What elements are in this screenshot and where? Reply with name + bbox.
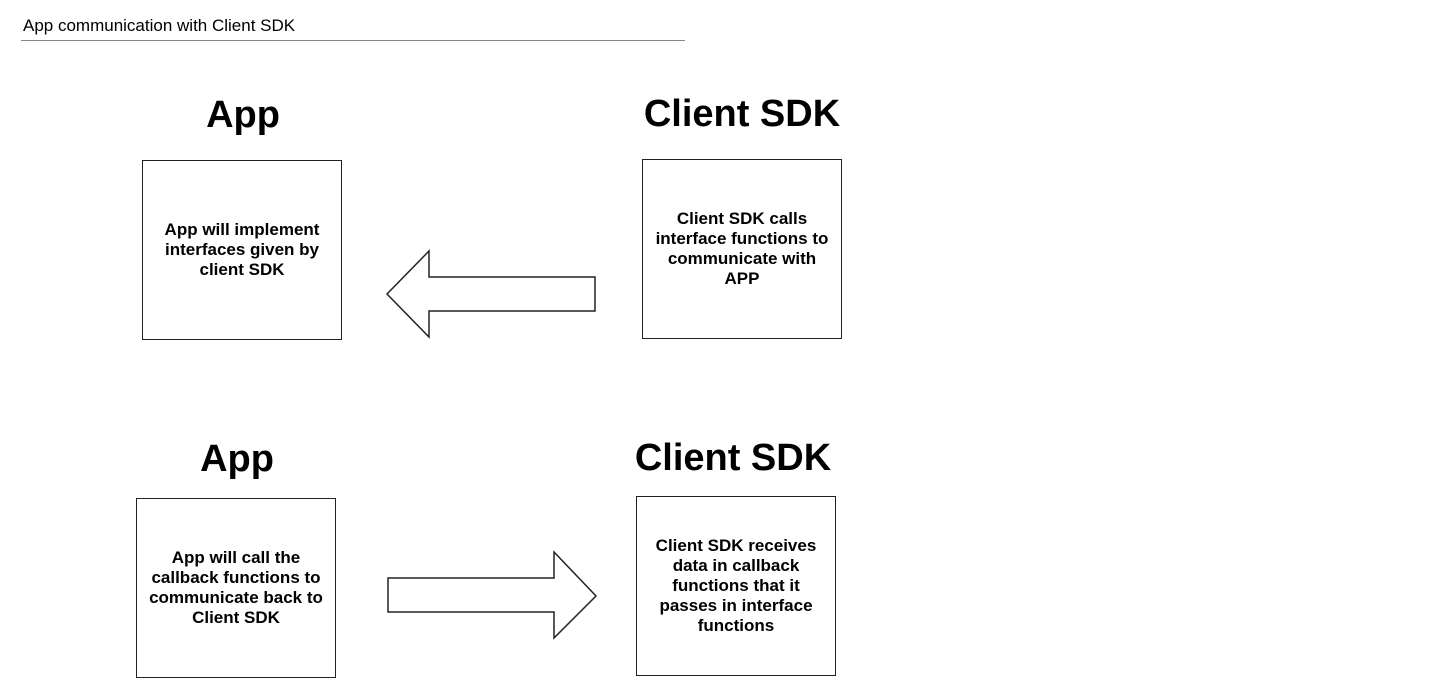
row2-right-arrow-icon xyxy=(387,550,598,640)
row1-client-sdk-heading: Client SDK xyxy=(643,93,841,135)
row1-app-box: App will implement interfaces given by c… xyxy=(142,160,342,340)
row1-left-arrow-icon xyxy=(385,249,596,339)
row2-client-sdk-heading: Client SDK xyxy=(634,437,832,479)
row2-app-box-text: App will call the callback functions to … xyxy=(149,548,323,627)
row2-app-box: App will call the callback functions to … xyxy=(136,498,336,678)
row1-client-sdk-box: Client SDK calls interface functions to … xyxy=(642,159,842,339)
row1-app-heading: App xyxy=(206,94,280,136)
row1-app-box-text: App will implement interfaces given by c… xyxy=(164,220,320,279)
row2-client-sdk-box: Client SDK receives data in callback fun… xyxy=(636,496,836,676)
row2-client-sdk-box-text: Client SDK receives data in callback fun… xyxy=(655,536,817,635)
page-title: App communication with Client SDK xyxy=(23,16,296,35)
row1-client-sdk-box-text: Client SDK calls interface functions to … xyxy=(655,209,829,288)
title-underline xyxy=(21,40,685,41)
row2-app-heading: App xyxy=(200,438,274,480)
